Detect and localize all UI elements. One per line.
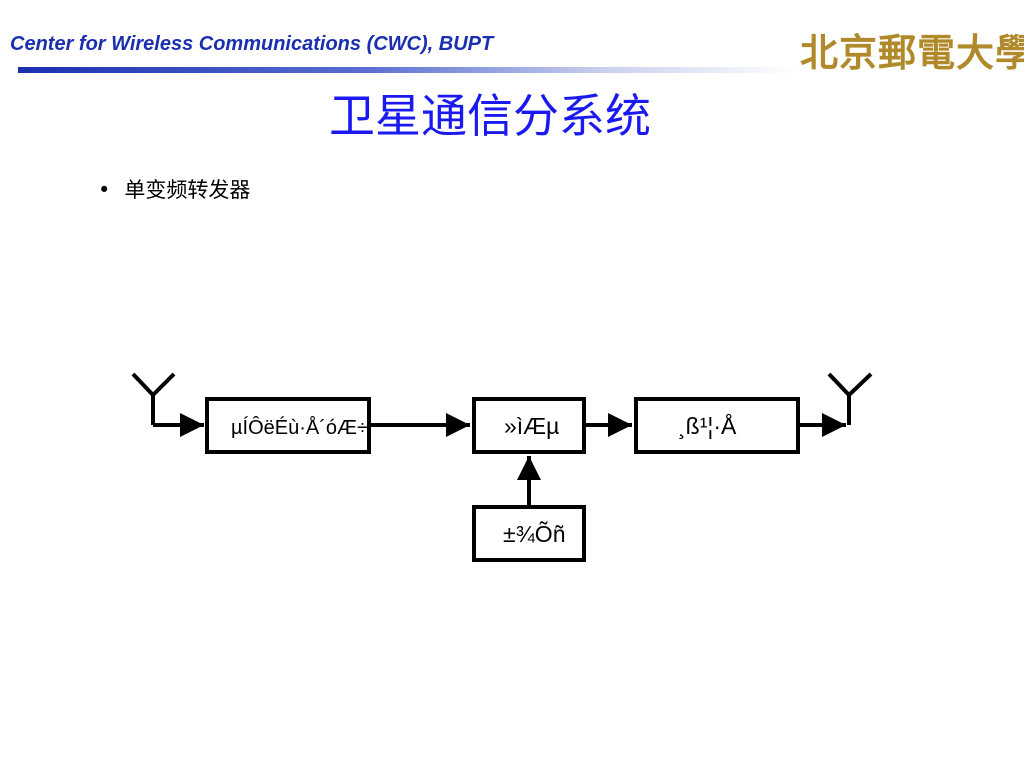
bullet-item: • 单变频转发器	[98, 174, 250, 204]
header-divider-bar	[18, 67, 798, 73]
university-logo: 北京郵電大學	[800, 30, 1024, 75]
power-amp-block: ¸ß¹¦·Å	[634, 397, 800, 454]
mixer-label: »ìÆµ	[504, 413, 559, 439]
transmit-antenna-icon	[827, 372, 873, 425]
slide-title: 卫星通信分系统	[329, 89, 651, 143]
power-amp-label: ¸ß¹¦·Å	[678, 412, 737, 440]
receive-antenna-icon	[131, 372, 176, 425]
mixer-block: »ìÆµ	[472, 397, 586, 454]
bullet-text: 单变频转发器	[124, 178, 251, 202]
lna-label: µÍÔëÉù·Å´óÆ÷	[231, 416, 368, 439]
lna-block: µÍÔëÉù·Å´óÆ÷	[205, 397, 371, 454]
oscillator-block: ±¾Õñ	[472, 505, 586, 562]
oscillator-label: ±¾Õñ	[503, 520, 566, 547]
header-org-text: Center for Wireless Communications (CWC)…	[10, 33, 494, 55]
bullet-dot-icon: •	[98, 178, 111, 202]
